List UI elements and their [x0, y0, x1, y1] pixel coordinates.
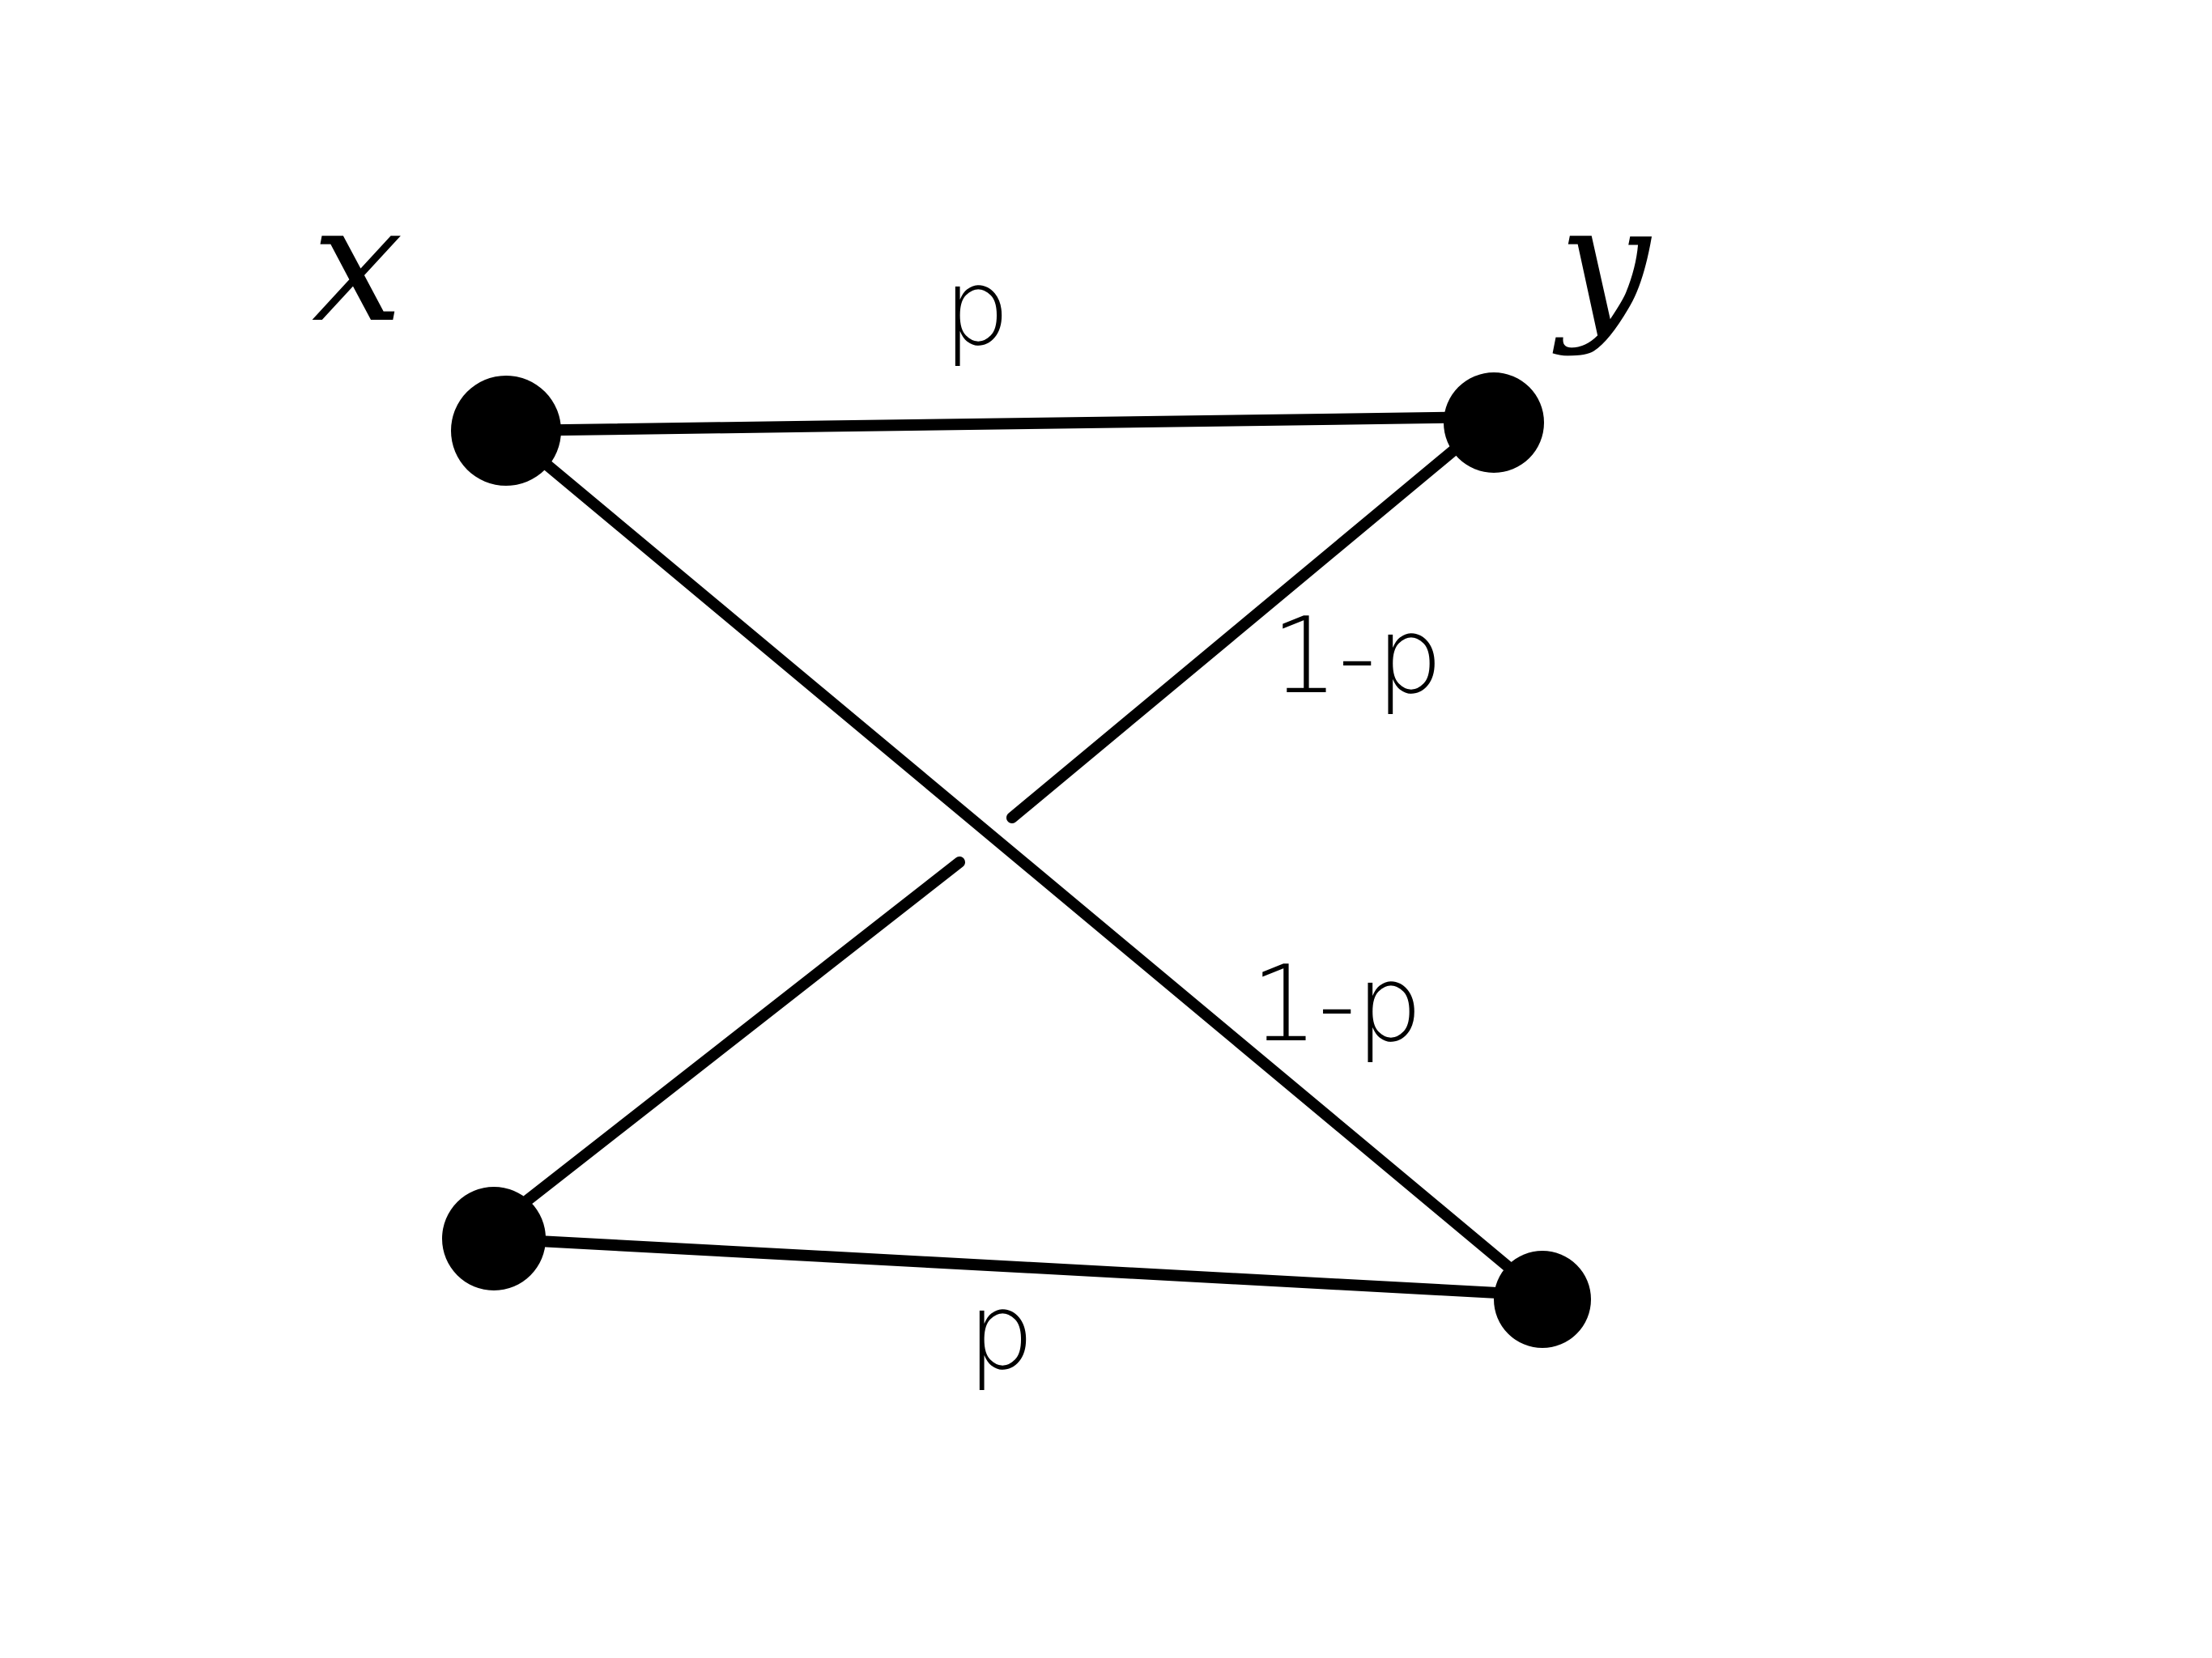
left-set-label: x: [312, 170, 403, 359]
edge-bottom-horizontal: [488, 1233, 1548, 1301]
node-x-bottom: [442, 1187, 546, 1290]
edge-y-top-to-x-bottom-lower-segment: [488, 857, 965, 1232]
edge-label-bottom-horizontal: p: [968, 1270, 1035, 1393]
edge-y-top-to-x-bottom-upper-segment: [1006, 411, 1499, 823]
edge-label-lower-cross: 1-p: [1251, 942, 1423, 1065]
edge-x-top-to-y-bottom: [500, 425, 1548, 1301]
node-y-bottom: [1494, 1251, 1591, 1348]
right-set-label: y: [1552, 170, 1653, 359]
edge-label-upper-cross: 1-p: [1271, 594, 1443, 717]
node-x-top: [451, 376, 561, 486]
edge-label-top-horizontal: p: [943, 246, 1010, 369]
node-y-top: [1444, 372, 1544, 473]
edge-top-horizontal: [500, 411, 1499, 436]
